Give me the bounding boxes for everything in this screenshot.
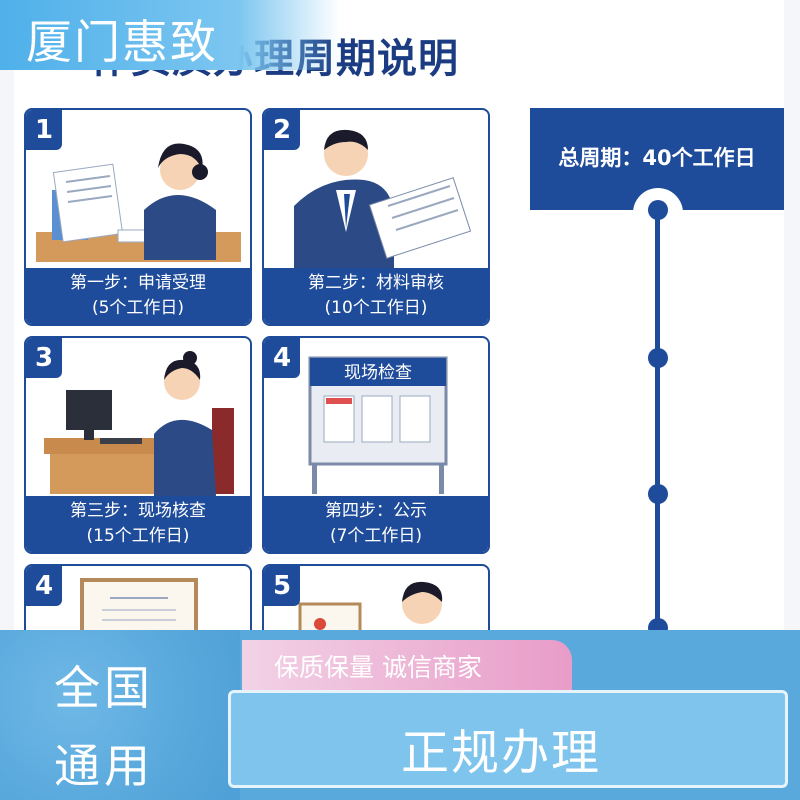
step-duration: (15个工作日)	[86, 526, 190, 546]
clerk-desk-illustration	[36, 143, 241, 262]
step-caption: 第三步：现场核查 (15个工作日)	[26, 496, 250, 552]
timeline-node	[648, 348, 668, 368]
total-period-box: 总周期：40个工作日	[530, 108, 784, 210]
slogan-tag: 保质保量 诚信商家	[242, 640, 572, 690]
step-caption: 第一步：申请受理 (5个工作日)	[26, 268, 250, 324]
timeline-node	[648, 484, 668, 504]
step-number-badge: 5	[264, 566, 300, 606]
compliance-box: 正规办理	[228, 690, 788, 788]
step-caption: 第四步：公示 (7个工作日)	[264, 496, 488, 552]
step-card-4: 现场检查 4 第四步：公示 (7个工作日)	[262, 336, 490, 554]
brand-tag: 厦门惠致	[0, 0, 340, 70]
step-number-badge: 3	[26, 338, 62, 378]
notice-board-illustration: 现场检查	[308, 356, 448, 494]
step-card-2: 2 第二步：材料审核 (10个工作日)	[262, 108, 490, 326]
slogan: 保质保量 诚信商家	[274, 653, 482, 682]
timeline-node	[648, 200, 668, 220]
compliance-label: 正规办理	[401, 725, 602, 781]
scope-line-1: 全国	[54, 661, 154, 715]
step-number-badge: 2	[264, 110, 300, 150]
officer-clipboard-illustration	[294, 129, 472, 268]
step-duration: (5个工作日)	[91, 298, 185, 318]
step-duration: (10个工作日)	[324, 298, 428, 318]
clerk-computer-illustration	[44, 351, 234, 496]
step-title: 第二步：材料审核	[308, 273, 444, 293]
step-title: 第三步：现场核查	[70, 501, 206, 521]
brand-name: 厦门惠致	[26, 15, 218, 69]
scope-line-2: 通用	[54, 739, 154, 793]
timeline-line	[655, 210, 660, 690]
wave-pattern	[0, 630, 240, 800]
step-caption: 第二步：材料审核 (10个工作日)	[264, 268, 488, 324]
step-number-badge: 1	[26, 110, 62, 150]
step-number-badge: 4	[264, 338, 300, 378]
step-title: 第四步：公示	[325, 501, 427, 521]
total-period: 总周期：40个工作日	[558, 146, 756, 170]
step-card-1: 1 第一步：申请受理 (5个工作日)	[24, 108, 252, 326]
step-card-3: 3 第三步：现场核查 (15个工作日)	[24, 336, 252, 554]
notice-board-label: 现场检查	[344, 363, 412, 383]
step-duration: (7个工作日)	[329, 526, 423, 546]
step-title: 第一步：申请受理	[70, 273, 206, 293]
step-number-badge: 4	[26, 566, 62, 606]
